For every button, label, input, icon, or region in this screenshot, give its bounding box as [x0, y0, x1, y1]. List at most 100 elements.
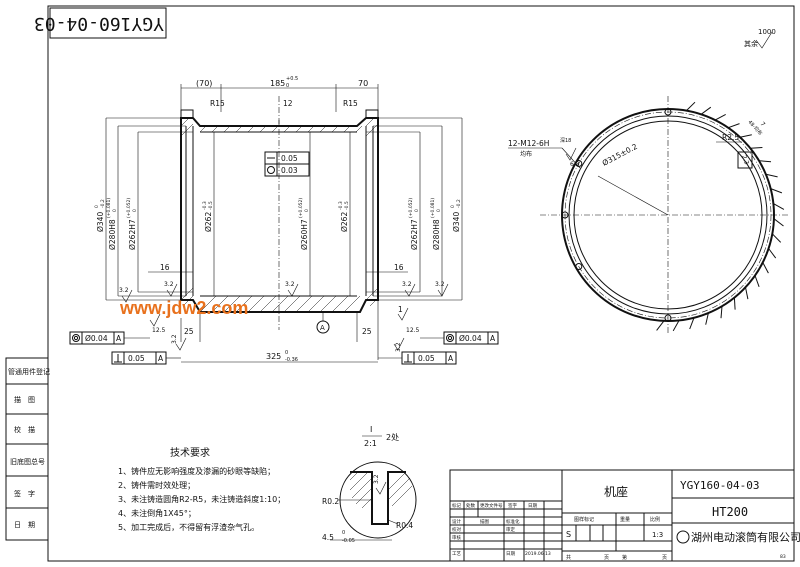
svg-text:0: 0 [132, 209, 138, 212]
svg-text:A: A [320, 324, 325, 332]
svg-text:2.3: 2.3 [740, 154, 750, 166]
note-4: 4、未注倒角1X45°； [118, 508, 196, 518]
front-section-view: (70) 185 +0.5 0 70 [69, 76, 499, 365]
cooling-fin [720, 306, 723, 319]
note-1: 1、铸件应无影响强度及渗漏的砂眼等缺陷； [118, 466, 275, 476]
cooling-fin [672, 320, 680, 332]
svg-text:-0.2: -0.2 [100, 199, 106, 208]
radius-left: R15 [210, 99, 225, 108]
svg-text:R0.4: R0.4 [396, 521, 413, 530]
svg-text:25: 25 [184, 327, 194, 336]
bolt-hole [561, 211, 569, 219]
cooling-fin [762, 262, 769, 274]
dim-dia262-a: Ø262 [204, 212, 213, 232]
svg-text:重量: 重量 [620, 516, 630, 523]
svg-text:页: 页 [662, 555, 667, 561]
svg-text:校对: 校对 [452, 526, 461, 533]
svg-text:其余: 其余 [744, 39, 758, 48]
svg-text:6.3: 6.3 [570, 161, 580, 168]
note-3: 3、未注铸造圆角R2-R5，未注铸造斜度1:10； [118, 494, 285, 504]
svg-text:-0.05: -0.05 [342, 538, 355, 544]
dim-top-right: 70 [358, 79, 368, 88]
svg-text:比例: 比例 [650, 516, 660, 523]
svg-text:3.2: 3.2 [395, 342, 402, 352]
svg-text:-0.5: -0.5 [208, 201, 214, 210]
drawing-number: YGY160-04-03 [680, 479, 759, 492]
svg-text:R0.2: R0.2 [322, 497, 339, 506]
side-view: 12-M12-6H 深18 均布 6.3 Ø315±0.2 R2.5 7 48-… [508, 96, 790, 334]
svg-text:标准化: 标准化 [506, 518, 520, 525]
note-5: 5、加工完成后，不得留有浮渣杂气孔。 [118, 522, 259, 532]
svg-text:16: 16 [160, 263, 170, 272]
svg-text:更改文件号: 更改文件号 [480, 502, 503, 509]
svg-text:3.2: 3.2 [435, 281, 445, 288]
cooling-fin [754, 275, 760, 287]
svg-text:第: 第 [622, 554, 627, 561]
cooling-fin [733, 297, 736, 310]
svg-text:深18: 深18 [560, 137, 571, 144]
svg-text:日 期: 日 期 [14, 521, 35, 529]
mirrored-number-box: YGY160-04-03 [34, 7, 167, 39]
radius-right: R15 [343, 99, 358, 108]
svg-text:0: 0 [436, 209, 442, 212]
svg-text:3.2: 3.2 [164, 281, 174, 288]
material: HT200 [712, 505, 748, 519]
bolt-hole [664, 108, 672, 116]
left-tolerance-frames: Ø0.04 A 0.05 A [69, 331, 181, 365]
cooling-fin [758, 160, 772, 163]
svg-text:1:3: 1:3 [652, 531, 663, 539]
svg-text:(+0.052): (+0.052) [408, 198, 414, 218]
svg-text:3.2: 3.2 [119, 287, 129, 294]
cooling-fin [773, 203, 785, 210]
dim-dia280-left: Ø280H8 [108, 219, 117, 250]
svg-text:Ø0.04: Ø0.04 [85, 334, 108, 343]
cooling-fin [739, 134, 752, 138]
svg-text:描图: 描图 [480, 518, 489, 525]
svg-text:(+0.052): (+0.052) [298, 198, 304, 218]
svg-text:页: 页 [604, 555, 609, 561]
note-2: 2、铸件需时效处理； [118, 480, 195, 490]
svg-text:3.2: 3.2 [285, 281, 295, 288]
svg-text:均布: 均布 [520, 150, 532, 158]
svg-text:25: 25 [362, 327, 372, 336]
cooling-fin [686, 101, 696, 111]
svg-text:0.03: 0.03 [281, 166, 298, 175]
dim-top-left: (70) [196, 79, 212, 88]
bolt-hole [575, 263, 583, 270]
dim-dia262-b: Ø262 [340, 212, 349, 232]
svg-text:(+0.081): (+0.081) [106, 198, 112, 218]
cooling-fin [728, 123, 740, 129]
svg-text:0: 0 [342, 530, 345, 536]
cooling-fin [768, 248, 777, 259]
svg-text:16: 16 [394, 263, 404, 272]
svg-text:日期: 日期 [528, 503, 537, 509]
side-registration-table: 管通用件登记 描 图 校 描 旧底图总号 签 字 日 期 [5, 357, 50, 541]
svg-text:2:1: 2:1 [364, 439, 377, 448]
svg-text:校 描: 校 描 [14, 425, 35, 434]
svg-text:I: I [370, 425, 372, 434]
svg-text:签 字: 签 字 [14, 489, 35, 498]
global-roughness: 其余 1000 [744, 28, 776, 49]
svg-text:A: A [116, 334, 122, 343]
cooling-fin [714, 113, 726, 121]
svg-text:12.5: 12.5 [406, 327, 420, 334]
bolt-hole [664, 314, 672, 322]
cooling-fin [700, 106, 712, 115]
svg-text:0: 0 [414, 209, 420, 212]
svg-text:0: 0 [112, 209, 118, 212]
cooling-fin [656, 320, 665, 331]
cooling-fin [689, 317, 695, 330]
svg-text:日期: 日期 [506, 551, 515, 557]
svg-text:审核: 审核 [452, 534, 461, 541]
title-block: 标记 处数 更改文件号 签字 日期 设计 校对 审核 工艺 标准化 审定 日期 … [449, 469, 800, 562]
dim-top-mid: 185 [270, 79, 285, 88]
cooling-fin [745, 287, 749, 300]
svg-text:2019.06.13: 2019.06.13 [525, 551, 551, 557]
watermark: www.jdw2.com [119, 298, 248, 318]
svg-text:-0.3: -0.3 [202, 201, 208, 210]
svg-text:工艺: 工艺 [452, 551, 461, 557]
svg-text:(+0.052): (+0.052) [126, 198, 132, 218]
svg-text:S: S [566, 530, 571, 539]
